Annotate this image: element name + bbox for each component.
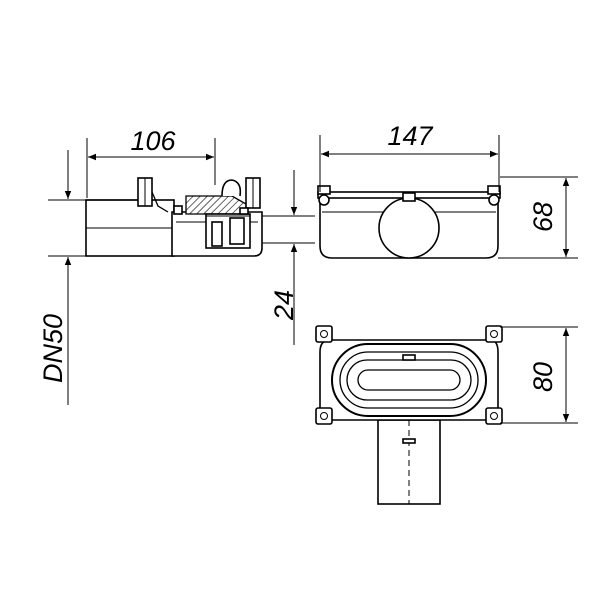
top-oval-outer (331, 343, 487, 417)
top-hole-tr (490, 330, 498, 338)
dim-outlet-size: DN50 (38, 150, 88, 405)
dim-top-width: 80 (500, 326, 578, 424)
side-view (85, 177, 263, 257)
dim-front-width: 147 (319, 121, 500, 192)
top-view (315, 325, 503, 505)
dim-side-length-label: 106 (130, 126, 176, 156)
front-outlet (378, 197, 440, 259)
dim-outlet-drop-label: 24 (269, 290, 299, 321)
top-tab-bl (315, 407, 333, 425)
front-tab-right (487, 185, 501, 195)
dim-outlet-drop: 24 (262, 170, 315, 345)
top-outlet-mark (402, 438, 416, 444)
top-hole-br (490, 412, 498, 420)
side-seal-left (173, 205, 183, 215)
side-grate-section (185, 195, 247, 215)
front-view (317, 185, 501, 259)
dim-front-width-label: 147 (387, 121, 433, 151)
side-seal-right (239, 207, 249, 215)
dim-top-width-label: 80 (528, 362, 558, 392)
side-trap-right (229, 217, 245, 245)
dim-front-height: 68 (498, 176, 578, 259)
top-grate-slot (357, 369, 461, 391)
top-oval-middle (339, 351, 479, 409)
front-outlet-cap (402, 192, 416, 202)
top-center-mark (402, 354, 416, 361)
top-hole-bl (320, 412, 328, 420)
front-screw-left (318, 194, 330, 206)
dim-outlet-size-label: DN50 (38, 314, 68, 383)
side-trap-left (211, 221, 223, 247)
front-screw-right (488, 194, 500, 206)
dim-side-length: 106 (86, 126, 216, 198)
side-hook (221, 179, 242, 197)
top-tab-tr (485, 325, 503, 343)
top-tab-tl (315, 325, 333, 343)
top-tab-br (485, 407, 503, 425)
front-tab-left (317, 185, 331, 195)
top-hole-tl (320, 330, 328, 338)
dim-front-height-label: 68 (528, 202, 558, 232)
